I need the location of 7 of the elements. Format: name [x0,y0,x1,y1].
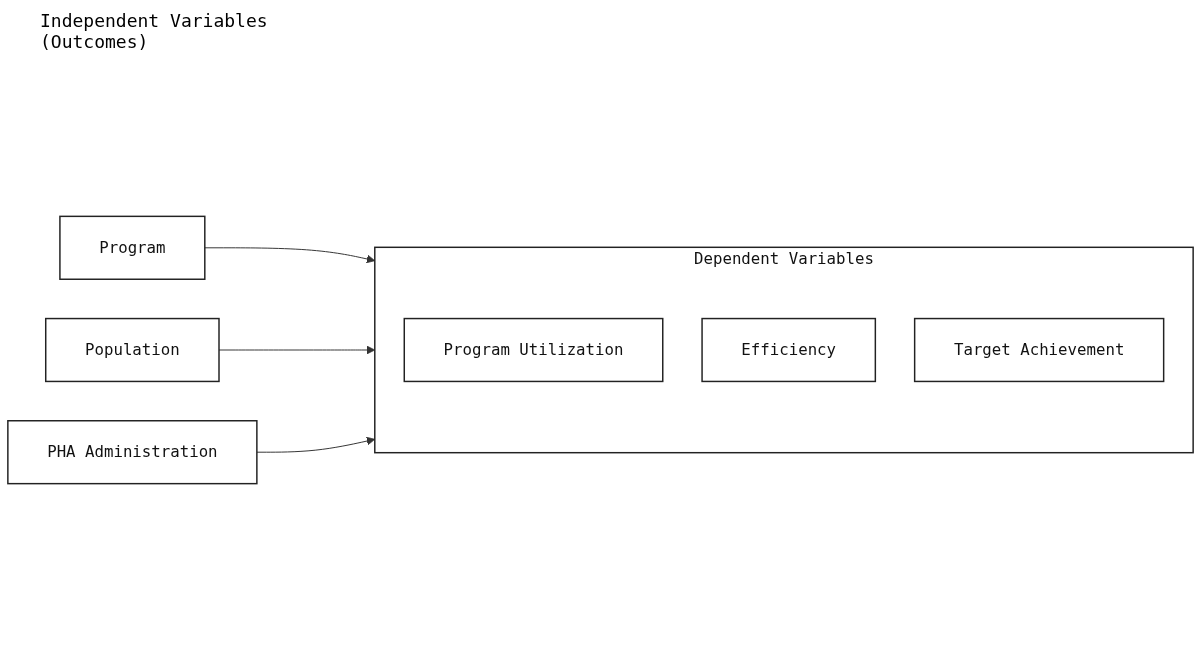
node-box: Population [45,317,220,383]
column-heading: Independent Variables (Outcomes) [40,10,269,52]
node-box: Program Utilization [403,317,664,383]
node-box: Program [59,215,206,280]
node-box: PHA Administration [7,420,258,485]
node-box: Efficiency [701,317,877,383]
node-box: Target Achievement [913,317,1165,383]
